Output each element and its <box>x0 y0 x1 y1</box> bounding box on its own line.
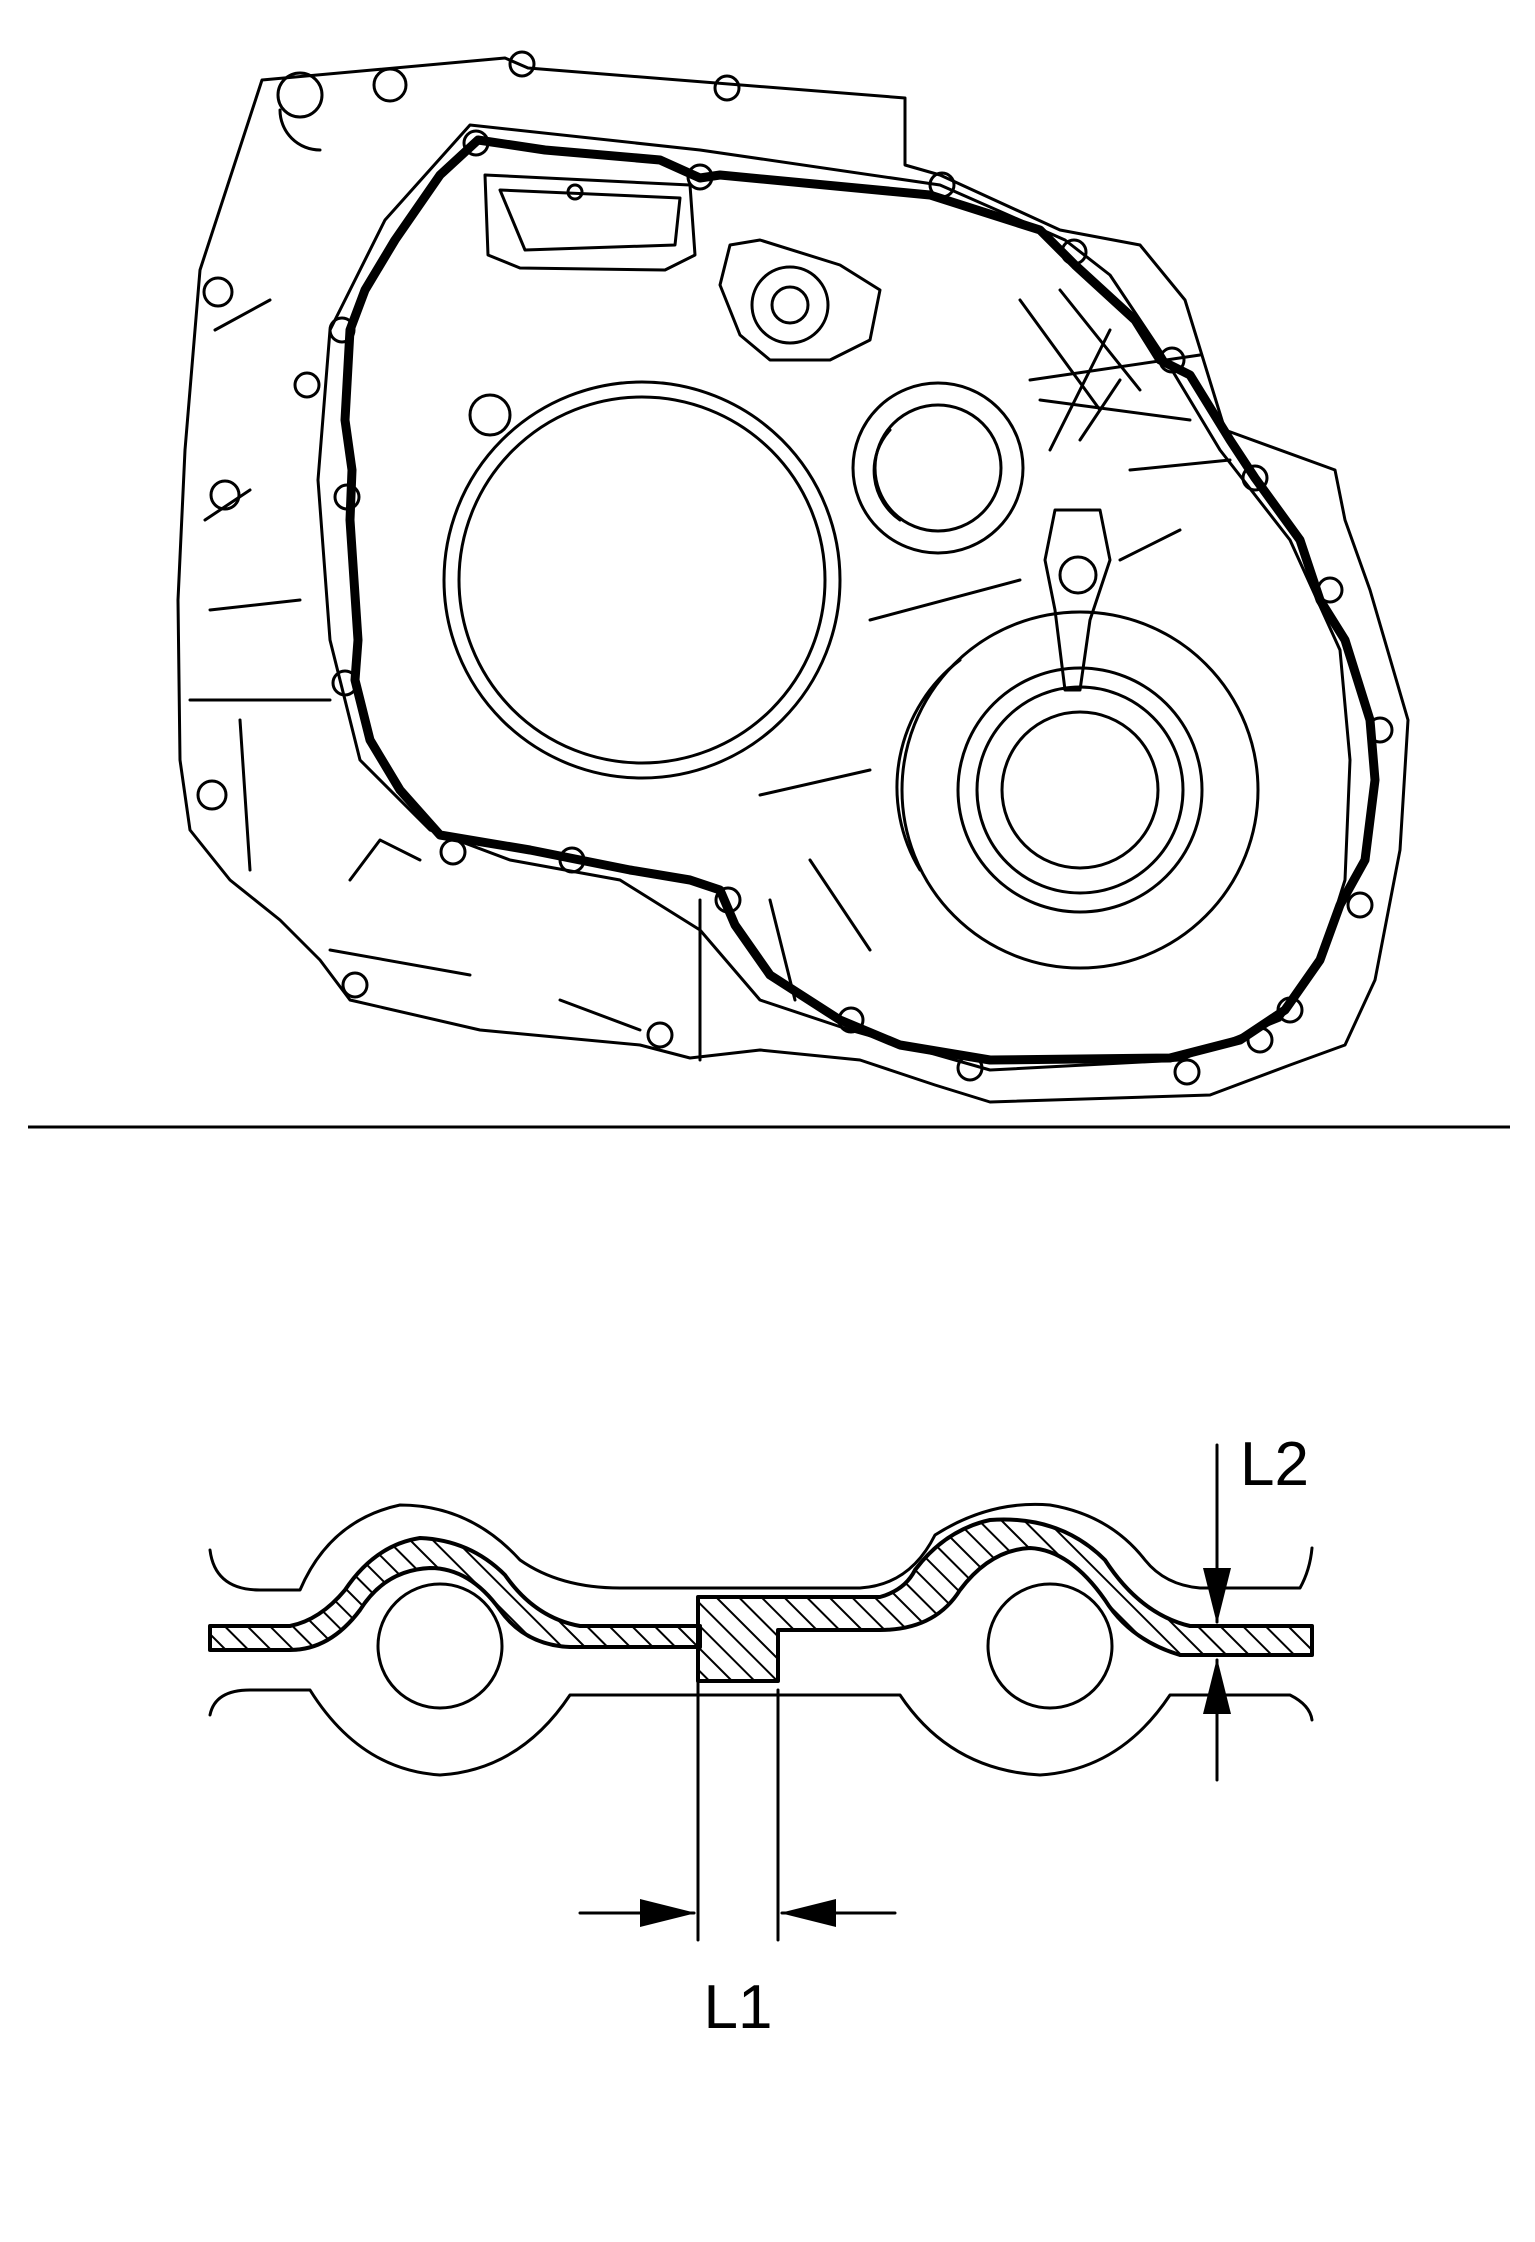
mid-bore-outer <box>851 381 1025 555</box>
bolt-hole <box>1173 1058 1201 1086</box>
bolt-hole <box>1346 891 1374 919</box>
left-small-hole <box>468 393 512 437</box>
l1-arrow-right <box>780 1899 836 1927</box>
diff-bore-ring-4 <box>1000 710 1160 870</box>
bolt-hole <box>196 779 228 811</box>
flange-bottom-edge <box>208 1688 1314 1777</box>
section-bolt-hole-left <box>376 1582 504 1710</box>
bolt-hole <box>276 71 324 119</box>
top-cover-inner <box>498 188 682 252</box>
dimension-label-l1: L1 <box>704 1973 773 2042</box>
diff-bore-ring-1 <box>900 610 1260 970</box>
bolt-hole <box>646 1021 674 1049</box>
bolt-hole <box>333 483 361 511</box>
bolt-hole <box>686 163 714 191</box>
bolt-hole <box>328 316 356 344</box>
diff-bore-ring-2 <box>956 666 1204 914</box>
bolt-holes <box>196 50 1394 1086</box>
bolt-hole <box>837 1006 865 1034</box>
bolt-hole <box>928 171 956 199</box>
bolt-hole <box>1276 996 1304 1024</box>
upper-boss-inner <box>770 285 810 325</box>
bolt-hole <box>558 846 586 874</box>
diff-bore-arc <box>895 658 962 872</box>
case-ribs <box>758 288 1232 1002</box>
main-bore-inner <box>457 395 827 765</box>
bolt-hole <box>1060 238 1088 266</box>
sealant-section-detail <box>208 1443 1314 1942</box>
bolt-hole <box>439 838 467 866</box>
bolt-hole <box>1316 576 1344 604</box>
l1-arrow-left <box>640 1899 696 1927</box>
bolt-hole <box>293 371 321 399</box>
bolt-hole <box>202 276 234 308</box>
upper-boss-rib <box>718 238 882 362</box>
bolt-hole <box>1158 346 1186 374</box>
main-bore-outer <box>442 380 842 780</box>
bolt-hole <box>508 50 536 78</box>
dimension-label-l2: L2 <box>1240 1430 1309 1499</box>
bolt-hole <box>713 74 741 102</box>
bolt-hole <box>341 971 369 999</box>
bolt-hole <box>1246 1026 1274 1054</box>
case-outer-outline <box>176 56 1410 1104</box>
transaxle-case-view <box>176 50 1410 1104</box>
diff-bore-ring-3 <box>975 685 1185 895</box>
bolt-hole <box>372 67 408 103</box>
sealant-bead-path <box>340 135 1380 1065</box>
upper-boss-outer <box>750 265 830 345</box>
section-bolt-hole-right <box>986 1582 1114 1710</box>
shift-bracket-hole <box>1058 555 1098 595</box>
bolt-hole <box>331 669 359 697</box>
bolt-hole <box>1241 464 1269 492</box>
case-flange-contour <box>316 123 1352 1072</box>
sealant-bead-left <box>208 1536 702 1652</box>
l2-arrow-bottom <box>1203 1658 1231 1714</box>
bolt-hole <box>1366 716 1394 744</box>
bolt-hole <box>714 886 742 914</box>
mid-bore-arc <box>872 428 902 522</box>
bolt-hole <box>209 479 241 511</box>
top-cover-hole <box>566 183 584 201</box>
l2-arrow-top <box>1203 1568 1231 1624</box>
mid-bore-inner <box>873 403 1003 533</box>
left-side-details <box>188 108 702 1062</box>
flange-top-edge <box>208 1502 1314 1592</box>
bolt-hole <box>462 129 490 157</box>
bolt-hole <box>956 1054 984 1082</box>
shift-bracket <box>1043 508 1112 692</box>
